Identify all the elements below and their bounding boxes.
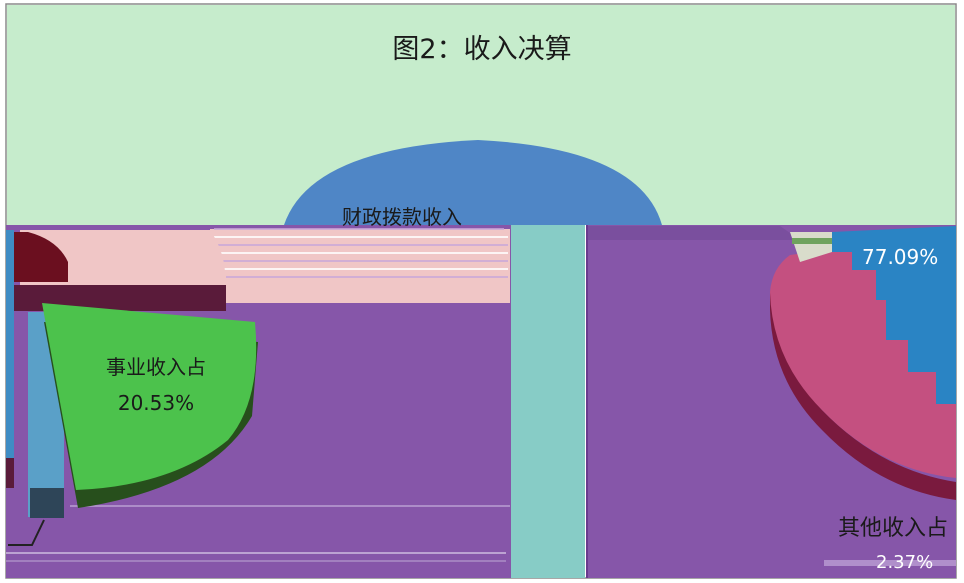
pie-fragment-right-shade	[588, 226, 800, 240]
pie-fragment-pink	[20, 230, 226, 300]
glitch-line	[214, 236, 508, 238]
leader-line-other	[8, 519, 45, 546]
data-label-business-value: 20.53%	[118, 391, 194, 415]
glitch-line	[222, 260, 508, 262]
glitch-line-right	[824, 560, 956, 566]
data-label-other-name: 其他收入占	[838, 516, 948, 541]
glitch-line	[218, 244, 508, 246]
pie-fragment-pink-band	[210, 229, 510, 303]
data-label-fiscal-value: 77.09%	[862, 245, 938, 269]
data-label-other-value: 2.37%	[876, 552, 933, 573]
glitch-line	[6, 552, 506, 554]
pie-fragment-maroon	[8, 232, 68, 282]
glitch-line	[70, 505, 510, 507]
glitch-line	[214, 228, 504, 230]
data-label-business-name: 事业收入占	[106, 355, 206, 379]
pie-fragment-navy	[30, 488, 64, 518]
pie-edge-blue	[6, 230, 14, 480]
column-divider	[586, 225, 588, 578]
glitch-line	[6, 560, 506, 562]
pie-fragment-teal	[511, 225, 585, 578]
pie-slice-magenta-side	[770, 290, 956, 500]
glitch-line	[226, 276, 508, 278]
pie-slice-business	[42, 303, 257, 490]
pie-edge-dark-bottom	[6, 458, 14, 488]
glitch-lines	[6, 228, 510, 562]
pie-slice-fiscal-fragment	[832, 226, 956, 404]
chart-title: 图2：收入决算	[392, 34, 571, 65]
data-label-fiscal-name: 财政拨款收入	[342, 205, 462, 229]
glitch-line	[220, 252, 508, 254]
pie-slice-fiscal-top	[284, 140, 662, 225]
glitch-line	[224, 268, 508, 270]
pie-glitch-green	[792, 238, 832, 244]
